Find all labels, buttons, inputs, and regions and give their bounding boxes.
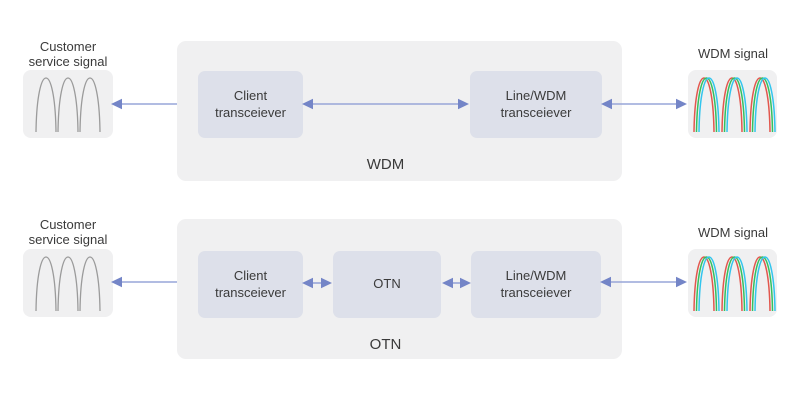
- client-transceiver-label-bottom: Client transceiever: [215, 267, 286, 300]
- line-wdm-transceiver-node-top: Line/WDM transceiever: [470, 71, 602, 138]
- customer-signal-label-bottom: Customer service signal: [13, 217, 123, 247]
- client-transceiver-node-bottom: Client transceiever: [198, 251, 303, 318]
- customer-signal-box-bottom: [23, 249, 113, 317]
- wdm-signal-label-bottom: WDM signal: [697, 225, 769, 240]
- customer-signal-label-line1: Customer: [39, 39, 97, 54]
- double-arrow-client-to-otn: [302, 277, 332, 289]
- line-wdm-transceiver-label-bottom: Line/WDM transceiever: [500, 267, 572, 300]
- otn-node-label: OTN: [373, 276, 401, 292]
- wdm-signal-wave-icon: [693, 256, 776, 312]
- otn-system-label: OTN: [369, 336, 402, 353]
- client-transceiver-node-top: Client transceiever: [198, 71, 303, 138]
- customer-signal-wave-icon: [35, 77, 101, 133]
- double-arrow-otn-to-line: [442, 277, 471, 289]
- wdm-signal-box-bottom: [688, 249, 777, 317]
- wdm-system-label: WDM: [366, 156, 405, 173]
- double-arrow-line-to-output-bottom: [600, 276, 687, 288]
- customer-signal-wave-icon: [35, 256, 101, 312]
- customer-signal-label-top: Customer service signal: [13, 39, 123, 69]
- double-arrow-line-to-output-top: [601, 98, 687, 110]
- line-wdm-transceiver-label-top: Line/WDM transceiever: [500, 87, 572, 120]
- wdm-signal-box-top: [688, 70, 777, 138]
- client-transceiver-label-top: Client transceiever: [215, 87, 286, 120]
- customer-signal-label-line1: Customer: [39, 217, 97, 232]
- customer-signal-label-line2: service signal: [28, 54, 108, 69]
- line-wdm-transceiver-node-bottom: Line/WDM transceiever: [471, 251, 601, 318]
- otn-node: OTN: [333, 251, 441, 318]
- customer-signal-box-top: [23, 70, 113, 138]
- customer-signal-label-line2: service signal: [28, 232, 108, 247]
- wdm-signal-label-top: WDM signal: [697, 46, 769, 61]
- wdm-signal-wave-icon: [693, 77, 776, 133]
- double-arrow-client-to-line-top: [302, 98, 469, 110]
